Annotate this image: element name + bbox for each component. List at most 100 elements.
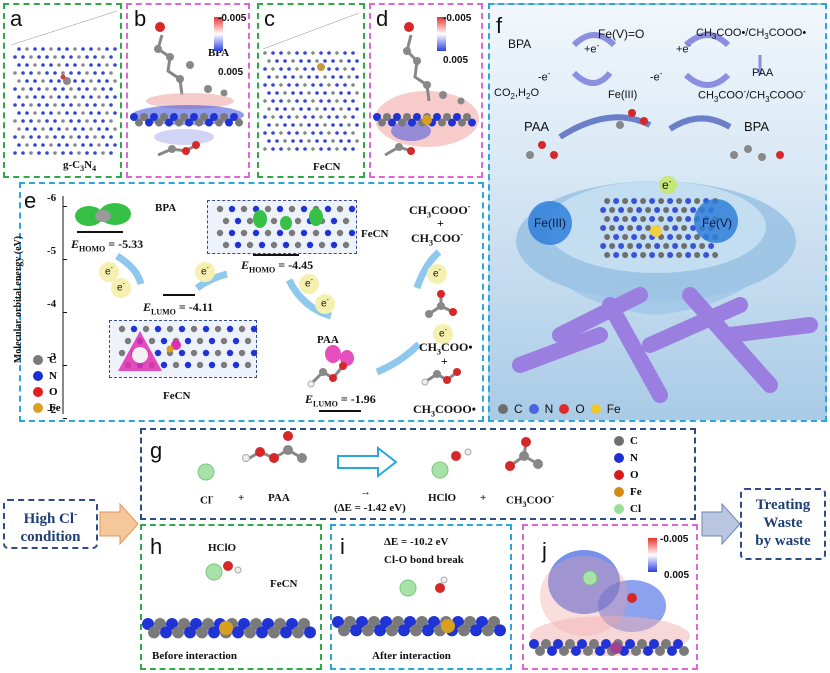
product-acetyloxy-radical: CH3COO•: [419, 340, 473, 357]
fecn-lumo-box: [109, 320, 258, 378]
hclo-label: HClO: [208, 542, 237, 554]
y-tick: [63, 418, 67, 419]
legend-label: O: [630, 468, 639, 481]
legend-item: O: [33, 384, 61, 400]
reaction-arrow: →: [360, 486, 371, 498]
panel-h-caption: Before interaction: [152, 650, 238, 662]
electron-2: e-: [117, 281, 125, 294]
colorbar: [214, 17, 223, 51]
legend-label: C: [514, 402, 523, 416]
electron-7: e-: [439, 327, 447, 340]
homo-bpa-level: [77, 231, 123, 233]
panel-e: e -6-5-4-3-2 Molecular orbital energy (e…: [13, 182, 484, 422]
f-paa-right: PAA: [752, 67, 774, 79]
homo-fecn-level: [253, 254, 299, 256]
legend-label: N: [49, 370, 57, 382]
panel-a: a g-C3N4: [3, 3, 122, 178]
f-e-minus1: -e-: [538, 69, 551, 84]
cbar-top-value: -0.005: [660, 534, 689, 545]
peracetyl-molecule: [421, 368, 461, 386]
legend-swatch: [590, 404, 601, 414]
legend-label: C: [630, 434, 638, 447]
y-tick: [63, 206, 67, 207]
y-tick-label: -3: [47, 351, 57, 363]
product-plus-1: +: [437, 216, 444, 230]
panel-b-label: b: [134, 6, 147, 31]
fe-iii-sphere: [528, 201, 572, 245]
bond-break-energy: ΔE = -10.2 eV: [384, 536, 449, 548]
panel-d: d -0.005 0.005: [369, 3, 483, 178]
panel-i: i ΔE = -10.2 eV Cl-O bond break After in…: [330, 524, 512, 670]
f-e-plus1: +e-: [584, 41, 600, 56]
plus-2: +: [480, 492, 487, 504]
f-bpa-right: BPA: [744, 119, 770, 134]
panel-i-caption: After interaction: [372, 650, 451, 662]
legend-label: N: [544, 402, 554, 416]
f-paa-left: PAA: [524, 119, 550, 134]
legend-item: Fe: [614, 483, 642, 500]
product-acetate-anion: CH3COO-: [411, 230, 464, 248]
legend-item: N: [528, 401, 554, 417]
colorbar: [437, 17, 446, 51]
fecn-bottom-label: FeCN: [163, 390, 191, 402]
cbar-bottom-value: 0.005: [443, 55, 469, 66]
homo-fecn-energy: EHOMO = -4.45: [241, 258, 314, 275]
cbar-top-value: -0.005: [443, 13, 472, 24]
legend-item: N: [614, 449, 642, 466]
legend-swatch: [498, 404, 508, 414]
adsorbate-oxygen: [60, 74, 66, 80]
legend-swatch: [614, 435, 624, 446]
legend-item: Fe: [590, 401, 621, 417]
legend-swatch: [33, 403, 43, 413]
electron-4: e-: [305, 277, 313, 290]
legend-label: O: [49, 386, 58, 398]
electron-6: e-: [433, 267, 441, 280]
electron-3: e-: [201, 265, 209, 278]
y-tick-label: -6: [47, 192, 57, 204]
y-tick: [63, 259, 67, 260]
product-plus-2: +: [441, 354, 448, 368]
electron-transfer: [99, 249, 453, 376]
legend-item: O: [614, 466, 642, 483]
output-arrow: [701, 502, 741, 546]
lumo-fecn-level: [163, 294, 195, 296]
f-fe-iii: Fe(III): [534, 216, 566, 230]
bpa-on-fecn: [373, 22, 479, 157]
fecn-top-label: FeCN: [361, 228, 389, 240]
panel-f: f BPA Fe(V)=O CH3COO•/CH3COOO• +e- -e- -…: [488, 3, 827, 422]
cbar-top-value: -0.005: [218, 13, 247, 24]
plus-1: +: [238, 492, 245, 504]
f-fe-v: Fe(V): [702, 216, 732, 230]
fecn-homo-box: [207, 200, 357, 254]
lumo-paa-energy: ELUMO = -1.96: [305, 392, 376, 409]
legend-item: C: [498, 401, 523, 417]
y-tick-label: -2: [47, 404, 57, 416]
panel-g: g Cl- + PAA → (ΔE = -1.42 eV) HClO + CH3…: [140, 428, 696, 520]
adsorbate-atom: [63, 77, 71, 85]
legend-swatch: [33, 387, 43, 397]
legend-swatch: [614, 503, 624, 514]
panel-c: c FeCN: [257, 3, 365, 178]
legend-label: Cl: [630, 502, 641, 515]
legend-label: Fe: [606, 402, 621, 416]
bpa-on-surface: [130, 22, 244, 157]
panel-a-label: a: [10, 6, 23, 31]
legend-item: Fe: [33, 400, 61, 416]
product-peracetyl-anion: CH3COOO-: [409, 202, 471, 220]
legend-item: C: [614, 432, 642, 449]
panel-c-label: c: [264, 6, 275, 31]
legend-swatch: [614, 452, 624, 463]
homo-bpa-energy: EHOMO = -5.33: [71, 237, 144, 254]
legend-item: N: [33, 368, 61, 384]
panel-h-label: h: [150, 534, 163, 559]
legend-label: N: [630, 451, 638, 464]
f-fe3: Fe(III): [608, 89, 638, 101]
product-hclo: HClO: [428, 492, 457, 504]
f-anions: CH3COO-/CH3COOO-: [698, 87, 806, 104]
colorbar: [648, 538, 657, 572]
f-bpa: BPA: [508, 37, 532, 51]
reactant-chloride: Cl-: [200, 492, 214, 507]
